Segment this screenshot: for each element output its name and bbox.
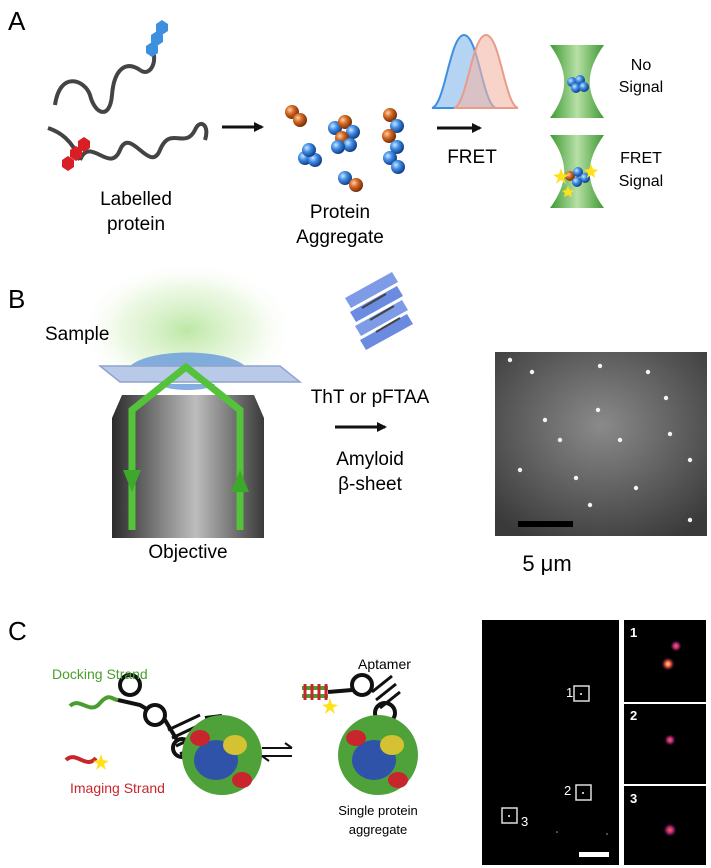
dye-label: ThT or pFTAA — [311, 387, 430, 408]
roi-label-3: 3 — [521, 814, 528, 829]
panel-letter-c: C — [8, 616, 27, 646]
roi-label-1: 1 — [566, 685, 573, 700]
protein-aggregate-label-1: Protein — [310, 202, 370, 223]
scalebar-label: 5 μm — [522, 551, 571, 576]
imaging-strand-label: Imaging Strand — [70, 780, 165, 796]
fluorescent-spot — [667, 431, 673, 437]
inset-label-1: 1 — [630, 625, 637, 640]
fluorescent-spot — [645, 369, 651, 375]
micrograph-spots — [507, 357, 693, 523]
roi-box-3 — [501, 807, 518, 824]
fluorescent-spot — [517, 467, 523, 473]
labelled-protein-label-2: protein — [107, 214, 165, 235]
roi-box-2 — [575, 784, 592, 801]
equilibrium-arrows — [261, 742, 293, 762]
fret-spectra-illustration — [431, 33, 519, 109]
protein-aggregate-left — [182, 715, 262, 795]
roi-box-1 — [573, 685, 590, 702]
blue-fluorophore-icon — [146, 20, 168, 57]
panel-letter-b: B — [8, 284, 25, 314]
amyloid-label-1: Amyloid — [336, 449, 404, 470]
fluorescent-spot — [617, 437, 623, 443]
fluorescent-spot — [687, 517, 693, 523]
super-resolution-image — [482, 620, 619, 865]
fluorescent-spot — [587, 502, 593, 508]
fret-label: FRET — [447, 147, 497, 168]
sample-droplet — [130, 352, 245, 366]
fret-signal-label-2: Signal — [619, 173, 663, 190]
panel-letter-a: A — [8, 6, 26, 36]
protein-aggregate-right — [338, 715, 418, 795]
beta-sheet-icon — [345, 272, 413, 350]
fluorescent-spot — [573, 475, 579, 481]
scale-bar — [518, 521, 573, 527]
aptamer-label: Aptamer — [358, 656, 411, 672]
zoom-inset-2 — [624, 704, 706, 784]
single-aggregate-label-1: Single protein — [338, 803, 418, 818]
fluorescence-micrograph — [495, 352, 707, 536]
labelled-protein-label-1: Labelled — [100, 189, 172, 210]
sample-label: Sample — [45, 324, 109, 345]
fluorescent-spot — [529, 369, 535, 375]
fluorescent-spot — [557, 437, 563, 443]
fret-signal-label-1: FRET — [620, 150, 662, 167]
objective-lens — [112, 395, 264, 538]
imaging-strand-illustration — [64, 754, 109, 770]
inset-label-2: 2 — [630, 708, 637, 723]
docking-strand-illustration — [68, 673, 223, 759]
zoom-inset-3 — [624, 786, 706, 865]
single-aggregate-label-2: aggregate — [349, 822, 408, 837]
fluorescent-spot — [542, 417, 548, 423]
no-signal-label-1: No — [631, 57, 652, 74]
fluorescent-spot — [507, 357, 513, 363]
zoom-inset-1 — [624, 620, 706, 702]
microscope-illustration — [77, 260, 303, 538]
sr-scale-bar — [579, 852, 609, 857]
fluorescent-spot — [633, 485, 639, 491]
red-fluorophore-icon — [62, 137, 90, 171]
no-signal-illustration — [550, 45, 604, 118]
protein-aggregate-label-2: Aggregate — [296, 227, 384, 248]
fluorescent-spot — [597, 363, 603, 369]
amyloid-label-2: β-sheet — [338, 474, 402, 495]
fluorescent-spot — [663, 395, 669, 401]
protein-aggregate-illustration — [285, 105, 405, 192]
fret-signal-illustration — [550, 135, 604, 208]
inset-label-3: 3 — [630, 791, 637, 806]
docking-strand-label: Docking Strand — [52, 666, 148, 682]
roi-label-2: 2 — [564, 783, 571, 798]
fluorescent-spot — [687, 457, 693, 463]
no-signal-label-2: Signal — [619, 79, 663, 96]
objective-label: Objective — [148, 542, 227, 563]
fluorescent-spot — [595, 407, 601, 413]
labelled-protein-illustration — [47, 20, 209, 171]
